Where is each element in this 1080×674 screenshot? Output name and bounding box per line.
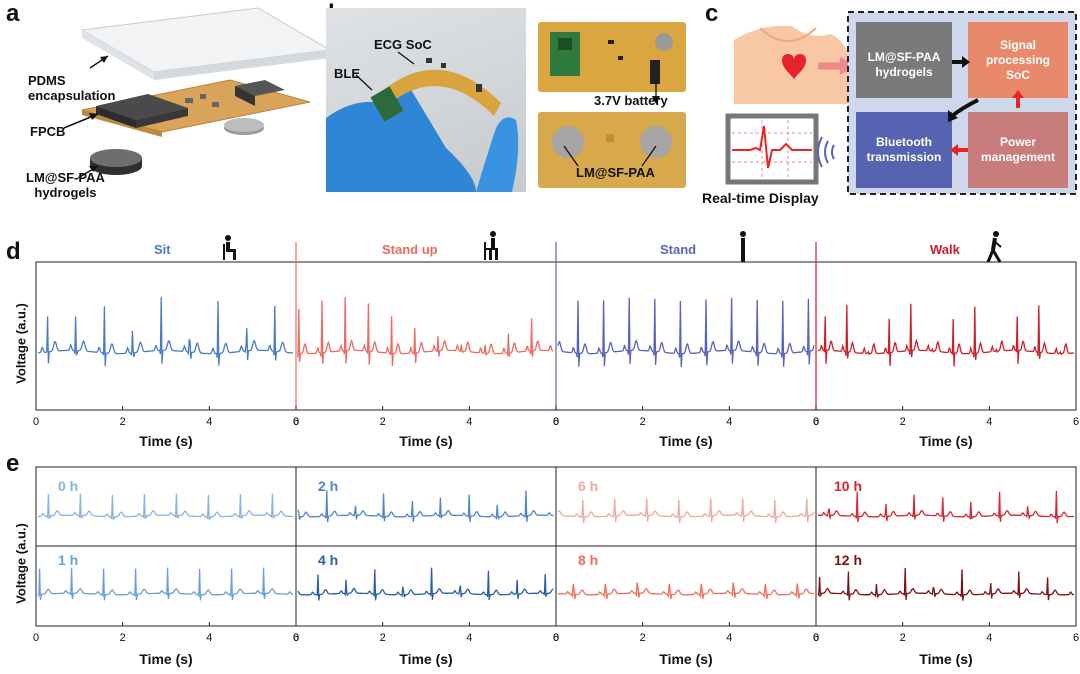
panel-e-ylabel: Voltage (a.u.) (13, 523, 29, 604)
ecg-trace-0h (38, 493, 294, 521)
panel-label-d: d (6, 238, 21, 265)
pdms-label: PDMS encapsulation (28, 73, 116, 103)
system-diagram (725, 11, 1077, 195)
trace-label-0h: 0 h (58, 478, 79, 494)
standing-person-icon (740, 231, 746, 262)
x-axis-label: Time (s) (139, 433, 192, 449)
x-tick-label: 2 (380, 632, 386, 644)
walking-person-icon (986, 231, 1002, 263)
hydrogel-label: LM@SF-PAA hydrogels (26, 170, 105, 200)
x-tick-label: 6 (553, 632, 559, 644)
segment-label-sit: Sit (154, 242, 171, 257)
ecg-trace-1h (37, 567, 294, 601)
standing-up-person-icon (484, 231, 498, 260)
trace-label-4h: 4 h (318, 552, 339, 568)
x-tick-label: 0 (293, 416, 299, 428)
x-axis-label: Time (s) (659, 433, 712, 449)
segment-label-stand: Stand (660, 242, 697, 257)
device-on-finger-photo (326, 8, 526, 192)
x-tick-label: 0 (33, 416, 39, 428)
trace-label-8h: 8 h (578, 552, 599, 568)
bluetooth-box-label: Bluetooth transmission (866, 135, 942, 164)
x-tick-label: 2 (640, 416, 646, 428)
trace-label-2h: 2 h (318, 478, 339, 494)
x-axis-label: Time (s) (399, 433, 452, 449)
ecg-trace-sit (38, 297, 294, 367)
ecg-trace-4h (297, 567, 554, 601)
trace-label-6h: 6 h (578, 478, 599, 494)
exploded-device-illustration (63, 7, 330, 179)
x-tick-label: 6 (293, 632, 299, 644)
x-tick-label: 0 (813, 416, 819, 428)
hydrogels-box-label: LM@SF-PAA hydrogels (867, 50, 941, 79)
x-tick-label: 2 (120, 632, 126, 644)
fpcb-top-photo (538, 22, 686, 92)
x-tick-label: 0 (813, 632, 819, 644)
x-tick-label: 6 (813, 416, 819, 428)
electrode-label: LM@SF-PAA (576, 165, 655, 180)
ecg-trace-8h (557, 582, 814, 600)
real-time-display-label: Real-time Display (702, 190, 819, 206)
x-tick-label: 4 (986, 416, 992, 428)
segment-label-stand-up: Stand up (382, 242, 438, 257)
ecg-trace-stand-up (297, 297, 554, 367)
x-axis-label: Time (s) (399, 651, 452, 667)
power-box-label: Power management (980, 135, 1056, 164)
x-axis-label: Time (s) (919, 433, 972, 449)
x-tick-label: 0 (33, 632, 39, 644)
x-tick-label: 4 (726, 416, 732, 428)
x-tick-label: 2 (900, 416, 906, 428)
battery-label: 3.7V battery (594, 93, 668, 108)
x-tick-label: 0 (553, 416, 559, 428)
x-tick-label: 6 (1073, 416, 1079, 428)
ecg-soc-label: ECG SoC (374, 37, 432, 52)
x-tick-label: 0 (553, 632, 559, 644)
panel-label-e: e (6, 450, 20, 477)
x-tick-label: 4 (206, 632, 212, 644)
x-axis-label: Time (s) (659, 651, 712, 667)
x-tick-label: 0 (293, 632, 299, 644)
x-tick-label: 4 (986, 632, 992, 644)
ecg-trace-stand (557, 297, 815, 367)
ecg-trace-2h (297, 490, 554, 523)
fpcb-bottom-photo (538, 112, 686, 188)
sitting-person-icon (223, 235, 236, 260)
panel-label-a: a (6, 0, 20, 27)
panel-label-c: c (705, 0, 719, 27)
signal-box-label: Signal processing SoC (985, 38, 1051, 82)
x-axis-label: Time (s) (919, 651, 972, 667)
x-tick-label: 4 (726, 632, 732, 644)
x-tick-label: 4 (206, 416, 212, 428)
segment-label-walk: Walk (930, 242, 960, 257)
fpcb-label: FPCB (30, 124, 66, 139)
x-tick-label: 6 (813, 632, 819, 644)
x-tick-label: 6 (553, 416, 559, 428)
ble-label: BLE (334, 66, 360, 81)
x-tick-label: 2 (900, 632, 906, 644)
trace-label-12h: 12 h (834, 552, 863, 568)
ecg-trace-10h (818, 490, 1074, 524)
ecg-trace-12h (817, 567, 1074, 601)
trace-label-1h: 1 h (58, 552, 79, 568)
x-tick-label: 4 (466, 632, 472, 644)
x-tick-label: 4 (466, 416, 472, 428)
x-tick-label: 2 (380, 416, 386, 428)
photo-b-arrows (355, 51, 415, 91)
trace-label-10h: 10 h (834, 478, 863, 494)
x-tick-label: 6 (1073, 632, 1079, 644)
x-axis-label: Time (s) (139, 651, 192, 667)
x-tick-label: 2 (640, 632, 646, 644)
ecg-trace-walk (818, 303, 1075, 367)
x-tick-label: 6 (293, 416, 299, 428)
photo-b2-arrows (563, 82, 660, 167)
x-tick-label: 2 (120, 416, 126, 428)
ecg-trace-6h (557, 498, 815, 524)
